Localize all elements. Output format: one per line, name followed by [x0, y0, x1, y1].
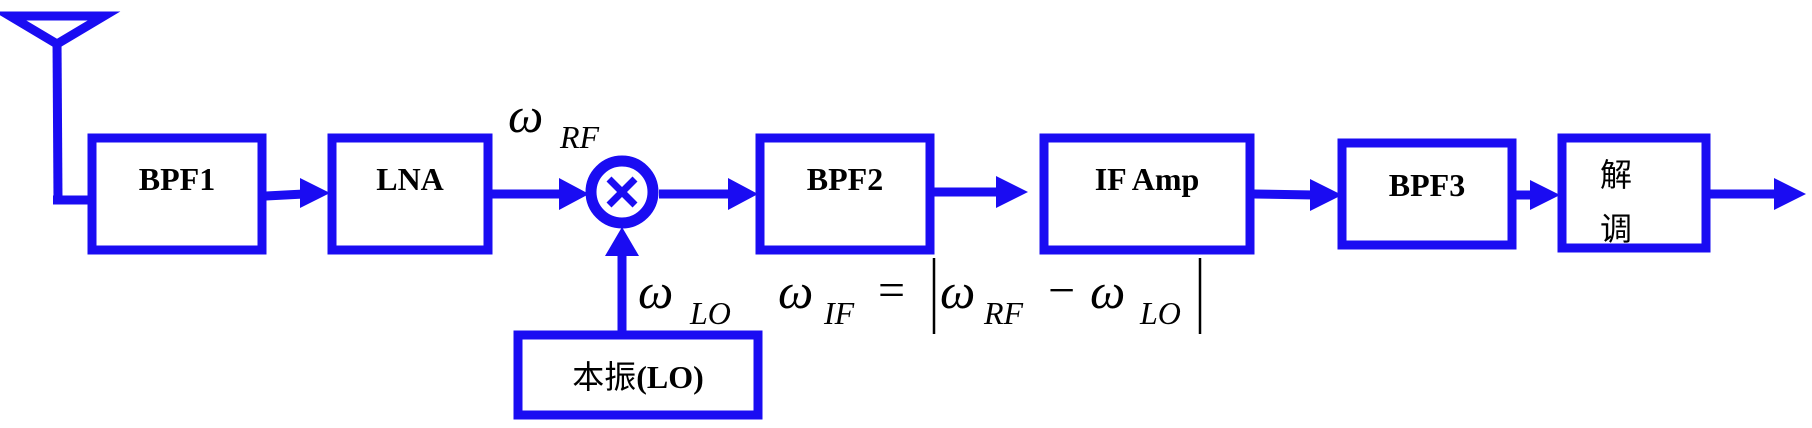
demod-label-line2: 调	[1600, 210, 1632, 248]
formula-minus: −	[1048, 264, 1075, 317]
if-frequency-formula: ω IF = ω RF − ω LO	[778, 258, 1202, 334]
rf-omega: ω	[508, 87, 543, 143]
formula-rf-subscript: RF	[983, 295, 1024, 331]
lna-label: LNA	[376, 161, 444, 197]
arrow-mixer-bpf2	[659, 178, 758, 210]
arrow-ifamp-bpf3	[1253, 179, 1342, 211]
bpf2-block: BPF2	[755, 133, 935, 255]
lo-label-en: (LO)	[636, 359, 704, 395]
lo-signal-label: ω LO	[638, 263, 731, 331]
bpf1-label: BPF1	[139, 161, 215, 197]
formula-lo-omega: ω	[1090, 263, 1125, 319]
rf-signal-label: ω RF	[508, 87, 600, 155]
formula-lhs-omega: ω	[778, 263, 813, 319]
bpf2-label: BPF2	[807, 161, 883, 197]
arrow-bpf2-ifamp	[934, 176, 1028, 208]
formula-equals: =	[878, 264, 905, 317]
arrow-bpf1-lna	[265, 178, 330, 208]
bpf3-label: BPF3	[1389, 167, 1465, 203]
if-amp-block: IF Amp	[1039, 133, 1255, 255]
lo-block: 本振(LO)	[513, 330, 763, 420]
bpf1-block: BPF1	[87, 133, 267, 255]
demod-label-line1: 解	[1600, 156, 1632, 194]
arrow-bpf3-demod	[1516, 180, 1560, 210]
lo-label: 本振(LO)	[572, 358, 704, 396]
formula-rf-omega: ω	[940, 263, 975, 319]
formula-lo-subscript: LO	[1139, 295, 1181, 331]
arrow-lo-mixer	[605, 227, 639, 334]
rf-subscript: RF	[559, 119, 600, 155]
demodulator-block: 解 调	[1557, 133, 1711, 253]
arrow-output	[1710, 178, 1806, 210]
bpf3-block: BPF3	[1337, 138, 1517, 250]
mixer-icon	[585, 155, 659, 229]
formula-lhs-subscript: IF	[823, 295, 855, 331]
arrow-lna-mixer	[492, 178, 589, 210]
lo-subscript: LO	[689, 295, 731, 331]
lna-block: LNA	[327, 133, 493, 255]
lo-label-cn: 本振	[572, 358, 636, 396]
if-amp-label: IF Amp	[1095, 161, 1200, 197]
lo-omega: ω	[638, 263, 673, 319]
